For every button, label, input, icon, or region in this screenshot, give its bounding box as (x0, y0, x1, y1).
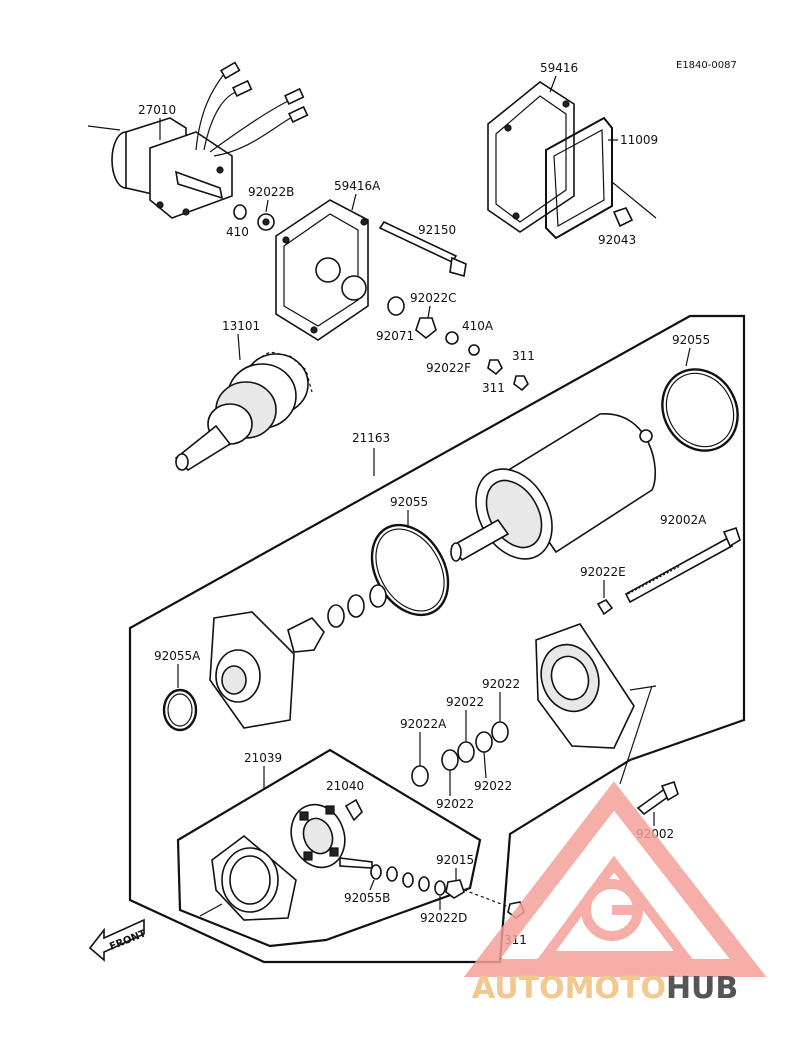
label-410: 410 (226, 225, 249, 239)
washer-92022-b (491, 721, 509, 743)
label-92055A: 92055A (154, 649, 201, 663)
washer-92022E (596, 598, 614, 616)
starter-assembly-frame (128, 314, 746, 964)
brush-plate (290, 803, 346, 869)
nut-311-a (487, 359, 503, 376)
case-59416A (275, 199, 369, 341)
starter-relay (87, 61, 309, 219)
o-ring-92055-top (661, 368, 739, 452)
label-27010: 27010 (138, 103, 176, 117)
cap-92043 (612, 207, 634, 228)
label-92002A: 92002A (660, 513, 707, 527)
label-92022-b: 92022 (482, 677, 520, 691)
label-92022-c: 92022 (436, 797, 474, 811)
insulator-1 (386, 866, 398, 882)
label-92055B: 92055B (344, 891, 390, 905)
nut-410 (233, 204, 247, 220)
watermark-text-part1: AUTOMOTO (472, 971, 666, 1006)
terminal-bolt (339, 857, 373, 869)
shim-3 (369, 584, 387, 608)
nut-311-b (513, 375, 529, 392)
label-92022F: 92022F (426, 361, 471, 375)
spring-21040 (344, 798, 363, 822)
washer-92022-c (441, 749, 459, 771)
label-92015: 92015 (436, 853, 474, 867)
label-92022-d: 92022 (474, 779, 512, 793)
label-92055-mid: 92055 (390, 495, 428, 509)
label-92022E: 92022E (580, 565, 626, 579)
washer-92055B (370, 864, 382, 880)
o-ring-92055A (162, 688, 198, 732)
label-92022D: 92022D (420, 911, 467, 925)
nut-92022C (415, 317, 437, 340)
label-59416: 59416 (540, 61, 578, 75)
starter-motor-body (450, 413, 656, 562)
cover-59416 (487, 81, 575, 233)
label-92055-top: 92055 (672, 333, 710, 347)
label-13101: 13101 (222, 319, 260, 333)
nut-92015 (445, 879, 465, 899)
label-92022B: 92022B (248, 185, 294, 199)
label-92022-a: 92022 (446, 695, 484, 709)
label-311-b: 311 (512, 349, 535, 363)
insulator-2 (402, 872, 414, 888)
front-end-cover (535, 623, 657, 749)
label-59416A: 59416A (334, 179, 381, 193)
label-11009: 11009 (620, 133, 658, 147)
watermark-text: AUTOMOTOHUB (472, 971, 738, 1006)
label-92150: 92150 (418, 223, 456, 237)
washer-92022D (434, 880, 446, 896)
gasket-11009 (545, 116, 613, 240)
watermark-text-part2: HUB (666, 971, 738, 1006)
label-92043: 92043 (598, 233, 636, 247)
washer-92022-a (457, 741, 475, 763)
shim-2 (347, 594, 365, 618)
insulator-3 (418, 876, 430, 892)
label-21039: 21039 (244, 751, 282, 765)
washer-92022F (445, 331, 459, 345)
shim-1 (327, 604, 345, 628)
label-410A: 410A (462, 319, 494, 333)
reference-code: E1840-0087 (676, 60, 737, 71)
label-21163: 21163 (352, 431, 390, 445)
front-arrow-icon: FRONT (88, 918, 148, 962)
label-92022A: 92022A (400, 717, 447, 731)
watermark-logo (463, 781, 767, 977)
label-311-a: 311 (482, 381, 505, 395)
brush-yoke (199, 834, 297, 921)
bolt-92150 (378, 220, 467, 278)
starter-clutch-13101 (174, 351, 313, 472)
o-ring-92055-mid (370, 523, 450, 617)
washer-410A (468, 344, 480, 356)
bolt-92002A (624, 526, 741, 604)
washer-92022-d (475, 731, 493, 753)
grommet-92071 (387, 296, 405, 316)
washer-92022A (411, 765, 429, 787)
rear-end-cover (209, 611, 325, 729)
brush-holder-subframe (176, 748, 482, 948)
label-92022C: 92022C (410, 291, 457, 305)
label-21040: 21040 (326, 779, 364, 793)
label-92071: 92071 (376, 329, 414, 343)
